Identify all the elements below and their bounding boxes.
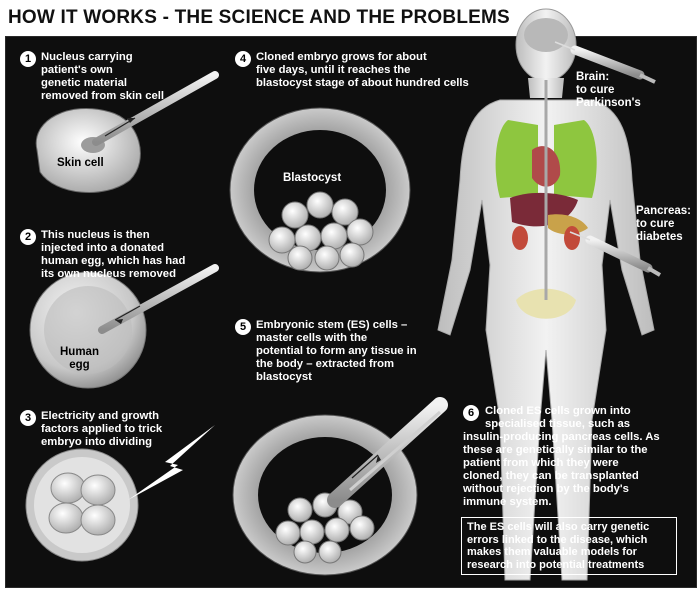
step-6: 6 Cloned ES cells grown into specialised…: [463, 405, 660, 508]
title-bar: HOW IT WORKS - THE SCIENCE AND THE PROBL…: [0, 0, 700, 36]
pelvis: [516, 288, 576, 319]
step-2: 2 This nucleus is then injected into a d…: [20, 229, 185, 281]
dividing-embryo-illustration: [25, 425, 215, 562]
step-1: 1 Nucleus carrying patient's own genetic…: [20, 51, 164, 103]
human-egg-illustration: [29, 264, 219, 389]
step-6-number: 6: [463, 405, 479, 421]
step-5-number: 5: [235, 319, 251, 335]
pancreas: [548, 214, 588, 235]
stem-cell-extraction-illustration: [232, 397, 448, 576]
step-3-number: 3: [20, 410, 36, 426]
syringe-brain-icon: [554, 41, 656, 84]
brain: [524, 18, 568, 52]
page-title: HOW IT WORKS - THE SCIENCE AND THE PROBL…: [8, 7, 510, 28]
brain-label: Brain: to cure Parkinson's: [576, 71, 641, 109]
note-box: The ES cells will also carry genetic err…: [461, 517, 677, 575]
pancreas-label: Pancreas: to cure diabetes: [636, 205, 691, 243]
human-body-illustration: [437, 8, 655, 581]
right-lung: [554, 120, 597, 198]
blastocyst-illustration: [229, 107, 411, 273]
step-4-number: 4: [235, 51, 251, 67]
step-1-number: 1: [20, 51, 36, 67]
lightning-bolt-icon: [128, 425, 215, 500]
step-4: 4 Cloned embryo grows for about five day…: [235, 51, 469, 90]
step-2-number: 2: [20, 229, 36, 245]
blastocyst-label: Blastocyst: [283, 172, 342, 184]
skin-cell-label: Skin cell: [57, 157, 104, 169]
syringe-pancreas-icon: [569, 231, 662, 277]
human-egg-label: Human egg: [60, 346, 99, 371]
step-3: 3 Electricity and growth factors applied…: [20, 410, 162, 449]
skin-cell-illustration: [35, 71, 219, 193]
left-lung: [495, 120, 538, 198]
step-5: 5 Embryonic stem (ES) cells – master cel…: [235, 319, 417, 384]
